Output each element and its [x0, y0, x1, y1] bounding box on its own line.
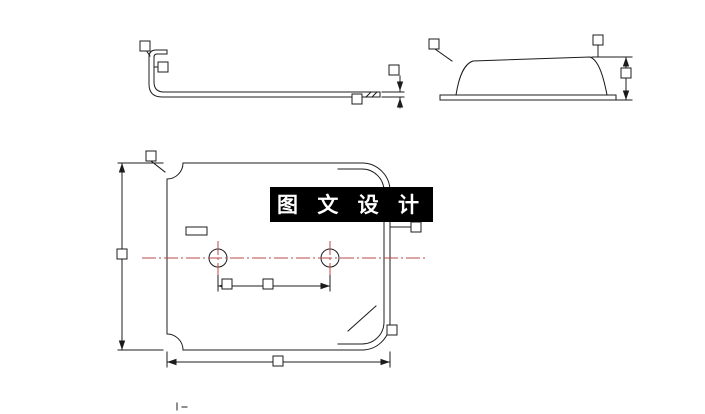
dim-box [145, 150, 157, 162]
plate-outline [166, 162, 391, 351]
dimension-boxes [116, 34, 632, 367]
slot-feature [185, 226, 208, 236]
corner-leader-line [347, 305, 377, 332]
stray-mark [176, 402, 188, 411]
dim-box [262, 278, 274, 290]
raised-cover-contour [455, 56, 608, 96]
dim-box [116, 248, 128, 260]
dim-box [592, 34, 604, 46]
top-hem-hook [148, 49, 168, 58]
dim-box [386, 324, 398, 336]
dim-box [157, 61, 169, 73]
dim-box [388, 64, 400, 76]
profile-outer-contour [148, 56, 381, 98]
dim-box [221, 278, 233, 290]
banner-text: 图 文 设 计 [277, 193, 425, 217]
extension-lines [381, 91, 405, 98]
watermark-banner: 图 文 设 计 [270, 187, 433, 222]
centerlines [142, 241, 428, 275]
dim-box [351, 93, 363, 105]
leader-line [434, 48, 453, 62]
profile-inner-contour [153, 56, 381, 93]
dim-box [428, 38, 440, 50]
bend-line-inner [337, 168, 385, 345]
view-side-left [145, 49, 405, 109]
banner-background [270, 187, 433, 222]
dim-box [620, 67, 632, 79]
dim-box [272, 355, 284, 367]
dim-box [139, 40, 151, 52]
end-hatch-marks [365, 91, 378, 98]
extension-lines [217, 267, 331, 292]
base-flange-contour [439, 94, 617, 101]
dim-box [410, 221, 422, 233]
extension-lines [117, 162, 164, 351]
engineering-drawing [116, 34, 633, 411]
view-side-right [434, 44, 633, 101]
